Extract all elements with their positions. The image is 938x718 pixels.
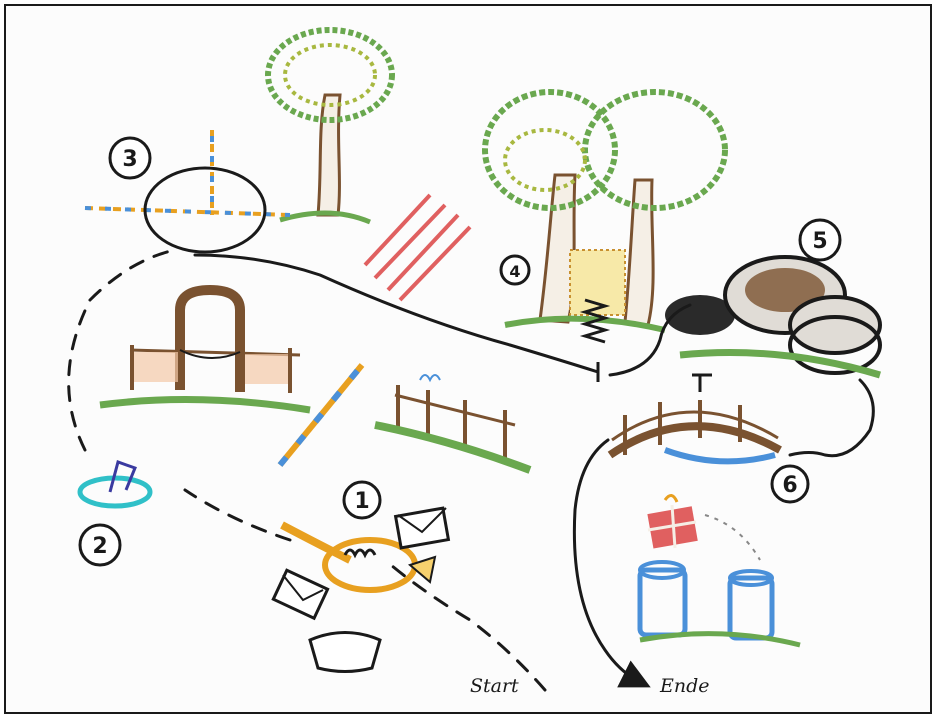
station-5-marker: 5 [800, 220, 840, 260]
svg-text:2: 2 [92, 534, 107, 559]
station-4-marker: 4 [501, 256, 529, 284]
envelope-icon [273, 570, 327, 618]
svg-text:5: 5 [812, 229, 827, 254]
station-3-marker: 3 [110, 138, 150, 178]
envelope-icon [396, 508, 449, 548]
station-2-marker: 2 [80, 525, 120, 565]
cylinder-containers-icon [640, 562, 800, 645]
double-tree-icon [485, 92, 725, 330]
end-label: Ende [659, 675, 710, 697]
start-label: Start [470, 675, 519, 697]
svg-text:1: 1 [354, 489, 369, 514]
bridge-icon [610, 375, 780, 461]
svg-text:3: 3 [122, 147, 137, 172]
arch-gate-icon [100, 290, 310, 410]
gift-box-icon [647, 495, 760, 560]
station-1-marker: 1 [344, 482, 380, 518]
sundial-icon [80, 462, 150, 506]
svg-text:6: 6 [782, 473, 797, 498]
tree-icon [268, 30, 392, 222]
tire-obstacle-icon [665, 257, 880, 375]
bowl-icon [310, 633, 380, 672]
red-stripes-decoration [365, 195, 470, 300]
station-6-marker: 6 [772, 466, 808, 502]
fence-with-water-icon [375, 375, 530, 470]
svg-text:4: 4 [509, 262, 520, 281]
balance-pole-icon [280, 365, 362, 465]
